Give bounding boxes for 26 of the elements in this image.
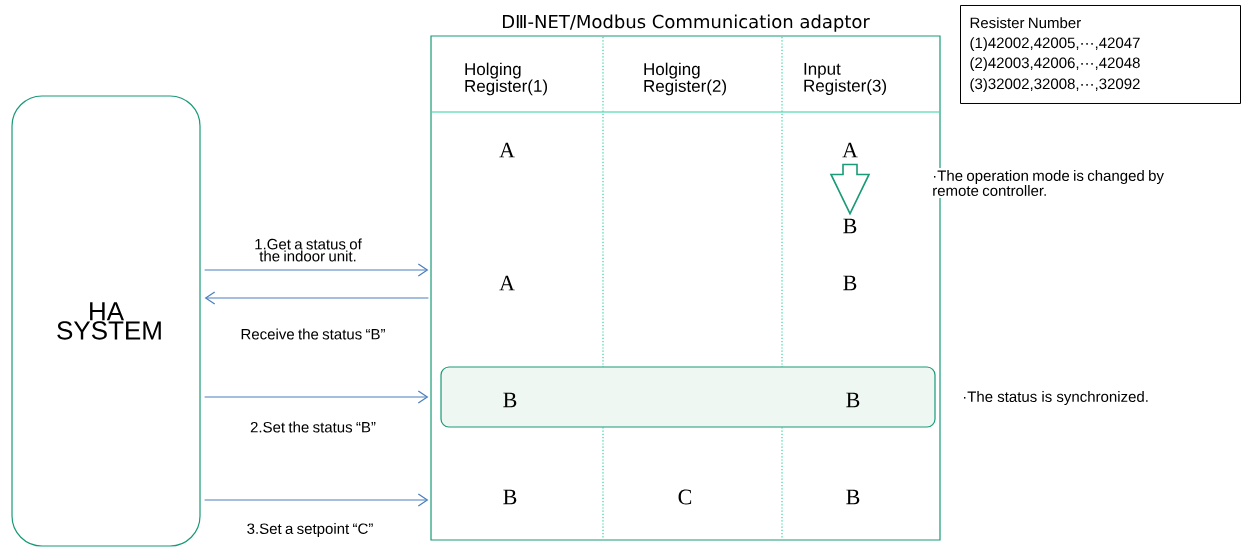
hollow-arrow [829, 163, 871, 216]
arrow [204, 263, 429, 277]
arrow [204, 390, 429, 404]
node-label: DⅢ-NET/Modbus Communication adaptor [503, 14, 870, 32]
register-value: B [846, 489, 860, 505]
register-number-box: Resister Number (1)42002,42005,···,42047 (2)42003,42006,···,42048 (3)32002,32008,···,32092 [960, 5, 1241, 104]
sync-band: B B [440, 366, 936, 428]
register-value: B [503, 489, 517, 505]
arrow [204, 291, 429, 305]
edge-label: 1.Get a status of the indoor unit. [255, 238, 362, 262]
register-value: A [499, 142, 515, 158]
register-value: C [678, 489, 692, 505]
note: ·The status is synchronized. [964, 391, 1148, 405]
edge-label: Receive the status “B” [241, 328, 385, 340]
column-header: Input Register(3) [804, 62, 886, 96]
edge-label: 3.Set a setpoint “C” [247, 523, 373, 537]
arrow [204, 493, 429, 507]
register-value: B [843, 218, 857, 234]
register-value: B [843, 275, 857, 291]
register-value: A [842, 142, 858, 158]
column-header: Holging Register(2) [644, 62, 726, 96]
column-header: Holging Register(1) [465, 62, 547, 96]
note: ·The operation mode is changed by remote controller. [933, 170, 1164, 196]
edge-label: 2.Set the status “B” [250, 421, 376, 433]
system-box: HA SYSTEM [11, 95, 201, 547]
register-value: A [499, 275, 515, 291]
